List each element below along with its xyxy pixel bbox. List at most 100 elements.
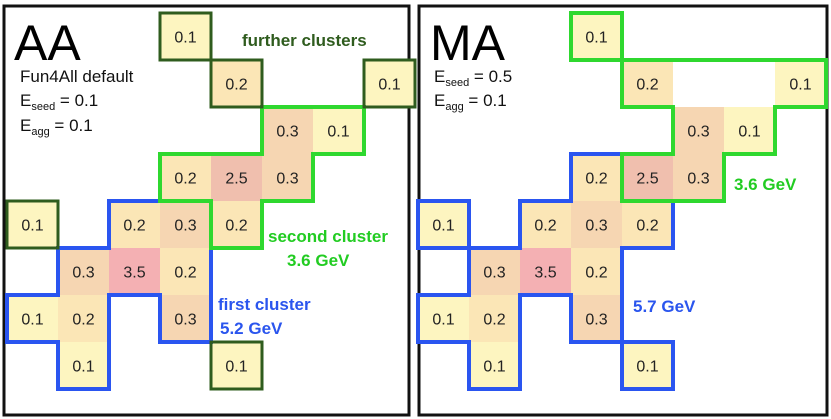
cell-value: 0.3 [585, 312, 607, 329]
cell-value: 0.1 [585, 30, 607, 47]
calorimeter-cell [418, 295, 469, 342]
calorimeter-cell [262, 154, 313, 201]
calorimeter-cell [775, 60, 826, 107]
calorimeter-cell [211, 154, 262, 201]
calorimeter-cell [469, 248, 520, 295]
calorimeter-cell [58, 342, 109, 389]
calorimeter-cell [622, 60, 673, 107]
panel-ma-agg: Eagg = 0.1 [434, 91, 507, 113]
calorimeter-cell [469, 342, 520, 389]
panel-aa-info: Fun4All default [20, 67, 134, 86]
cell-value: 0.1 [225, 359, 247, 376]
cell-value: 0.3 [72, 265, 94, 282]
cell-value: 0.2 [225, 218, 247, 235]
cell-value: 0.3 [276, 171, 298, 188]
calorimeter-cell [622, 342, 673, 389]
calorimeter-cell [364, 60, 415, 107]
calorimeter-cell [7, 201, 58, 248]
cluster-outline [158, 11, 213, 62]
calorimeter-cell [211, 60, 262, 107]
cell-value: 0.3 [276, 124, 298, 141]
calorimeter-cell [58, 248, 109, 295]
cluster-outline [209, 340, 264, 391]
cluster-outline [569, 11, 828, 203]
cluster-outline [362, 58, 417, 109]
panel-ma-title: MA [430, 15, 506, 71]
cell-value: 0.2 [585, 265, 607, 282]
cell-value: 0.3 [687, 171, 709, 188]
further-clusters-label: further clusters [242, 31, 367, 50]
calorimeter-cell [160, 13, 211, 60]
outlines-ma [416, 11, 828, 391]
cell-value: 0.2 [636, 218, 658, 235]
cluster-outline [209, 58, 264, 109]
calorimeter-cell [418, 201, 469, 248]
calorimeter-cell [622, 201, 673, 248]
panel-aa-seed: Eseed = 0.1 [20, 91, 98, 113]
cell-value: 0.2 [123, 218, 145, 235]
calorimeter-cell [673, 107, 724, 154]
calorimeter-cell [160, 154, 211, 201]
calorimeter-cell [160, 201, 211, 248]
cell-value: 2.5 [225, 171, 247, 188]
cell-value: 0.1 [789, 77, 811, 94]
calorimeter-cell [520, 248, 571, 295]
cell-value: 0.2 [174, 265, 196, 282]
calorimeter-cell [211, 201, 262, 248]
ma-second-cluster-energy: 3.6 GeV [734, 175, 797, 194]
calorimeter-cell [58, 295, 109, 342]
cell-value: 0.1 [327, 124, 349, 141]
panel-aa: 0.1 0.2 0.1 0.3 0.1 0.2 2.5 0.3 0.1 0.2 0.3 0.2 0.3 3… [2, 4, 417, 417]
cell-value: 0.2 [174, 171, 196, 188]
panel-aa-agg: Eagg = 0.1 [20, 116, 93, 138]
cell-value: 0.1 [432, 312, 454, 329]
cell-value: 0.2 [483, 312, 505, 329]
calorimeter-cell [313, 107, 364, 154]
calorimeter-cell [673, 154, 724, 201]
calorimeter-cell [160, 248, 211, 295]
cell-value: 0.1 [72, 359, 94, 376]
calorimeter-cell [571, 295, 622, 342]
cell-value: 0.2 [225, 77, 247, 94]
cell-value: 0.1 [174, 30, 196, 47]
cell-value: 0.3 [483, 265, 505, 282]
cell-value: 0.1 [636, 359, 658, 376]
cell-value: 0.1 [21, 218, 43, 235]
calorimeter-cell [724, 107, 775, 154]
calorimeter-cell [211, 342, 262, 389]
cell-value: 0.3 [174, 218, 196, 235]
cell-value: 0.1 [378, 77, 400, 94]
ma-first-cluster-energy: 5.7 GeV [633, 297, 696, 316]
cell-value: 0.1 [432, 218, 454, 235]
cell-value: 0.2 [585, 171, 607, 188]
panel-ma-seed: Eseed = 0.5 [434, 67, 512, 89]
cluster-outline [158, 105, 366, 250]
calorimeter-cell [7, 295, 58, 342]
calorimeter-cell [571, 248, 622, 295]
calorimeter-cell [622, 154, 673, 201]
cluster-outline [416, 152, 675, 391]
cell-value: 0.1 [738, 124, 760, 141]
calorimeter-cell [520, 201, 571, 248]
calorimeter-cell [262, 107, 313, 154]
calorimeter-cell [571, 154, 622, 201]
cell-value: 0.3 [687, 124, 709, 141]
first-cluster-label: first cluster [218, 295, 311, 314]
cell-value: 0.1 [21, 312, 43, 329]
calorimeter-cell [109, 201, 160, 248]
first-cluster-energy: 5.2 GeV [220, 319, 283, 338]
calorimeter-cell [571, 201, 622, 248]
cell-value: 0.2 [636, 77, 658, 94]
outlines-aa [5, 11, 417, 391]
calorimeter-cell [571, 13, 622, 60]
calorimeter-cell [469, 295, 520, 342]
cell-value: 0.2 [534, 218, 556, 235]
cells-aa: 0.1 0.2 0.1 0.3 0.1 0.2 2.5 0.3 0.1 0.2 0.3 0.2 0.3 3… [7, 13, 415, 389]
cell-value: 0.2 [72, 312, 94, 329]
second-cluster-energy: 3.6 GeV [287, 251, 350, 270]
cell-value: 0.3 [174, 312, 196, 329]
calorimeter-cell [160, 295, 211, 342]
cluster-outline [5, 199, 60, 250]
